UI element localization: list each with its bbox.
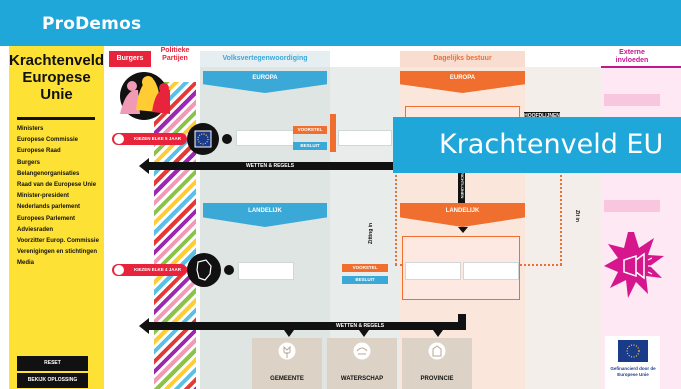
- brand-logo[interactable]: ProDemos: [42, 14, 141, 34]
- actor-item[interactable]: Europees Parlement: [17, 214, 107, 225]
- proposal-tag-bottom: VOORSTEL: [342, 264, 388, 272]
- title-overlay: Krachtenveld EU: [393, 117, 681, 173]
- megaphone-burst-icon[interactable]: [602, 230, 666, 302]
- tulip-icon: [278, 342, 296, 360]
- actor-item[interactable]: Nederlands parlement: [17, 202, 107, 213]
- extern-header: Externe invloeden: [604, 49, 660, 65]
- eu-parliament-icon[interactable]: [186, 122, 220, 156]
- arrow-head: [139, 158, 149, 174]
- connector-bar: [330, 114, 336, 152]
- actor-item[interactable]: Europese Commissie: [17, 135, 107, 146]
- actor-item[interactable]: Belangenorganisaties: [17, 169, 107, 180]
- actor-item[interactable]: Burgers: [17, 158, 107, 169]
- decision-tag-bottom: BESLUIT: [342, 276, 388, 284]
- dagelijks-header: Dagelijks bestuur: [400, 51, 525, 67]
- waterschap-label: WATERSCHAP: [327, 376, 397, 382]
- sidebar-title: Krachtenveld Europese Unie: [9, 52, 104, 103]
- extern-header-rule: [601, 66, 681, 68]
- zit-label: Zit in: [574, 210, 580, 240]
- arrow-icon: [114, 134, 124, 144]
- citizens-illustration: [114, 70, 174, 122]
- arrow-icon: [114, 265, 124, 275]
- drop-slot-council[interactable]: [338, 130, 392, 146]
- actor-item[interactable]: Media: [17, 258, 107, 269]
- richtlijn-label: RICHTLIJNEN: [459, 172, 465, 198]
- actor-item[interactable]: Minister-president: [17, 191, 107, 202]
- actor-item[interactable]: Europese Raad: [17, 146, 107, 157]
- drop-slot-tk[interactable]: [238, 262, 294, 280]
- zitting-label: Zitting in: [368, 210, 374, 244]
- actor-list: Ministers Europese Commissie Europese Ra…: [17, 124, 107, 269]
- actor-item[interactable]: Voorzitter Europ. Commissie: [17, 236, 107, 247]
- arrow-head: [284, 330, 294, 337]
- eu-flag-icon: [618, 340, 648, 362]
- gemeente-label: GEMEENTE: [252, 376, 322, 382]
- burgers-header: Burgers: [109, 51, 151, 67]
- actor-item[interactable]: Adviesraden: [17, 225, 107, 236]
- sidebar-divider: [17, 117, 95, 120]
- arrow-icon: [222, 134, 232, 144]
- actor-item[interactable]: Raad van de Europese Unie: [17, 180, 107, 191]
- provincie-icon: [428, 342, 446, 360]
- actor-item[interactable]: Verenigingen en stichtingen: [17, 247, 107, 258]
- volks-header: Volksvertegenwoordiging: [200, 51, 330, 67]
- extern-slot: [604, 94, 660, 106]
- arrow-head: [433, 330, 443, 337]
- eu-funding-text: Gefinancierd door de Europese Unie: [605, 366, 661, 378]
- laws-arrow-bottom: [148, 322, 466, 330]
- dotted-link: [395, 175, 397, 265]
- actor-item[interactable]: Ministers: [17, 124, 107, 135]
- waterschap-icon: [353, 342, 371, 360]
- show-solution-button[interactable]: BEKIJK OPLOSSING: [17, 373, 88, 388]
- drop-slot-ep[interactable]: [236, 130, 294, 146]
- netherlands-icon[interactable]: [186, 252, 222, 288]
- reset-button[interactable]: RESET: [17, 356, 88, 371]
- laws-label-top: WETTEN & REGELS: [230, 162, 310, 170]
- arrow-head: [359, 330, 369, 337]
- provincie-label: PROVINCIE: [402, 376, 472, 382]
- proposal-tag-top: VOORSTEL: [293, 126, 327, 134]
- laws-label-bottom: WETTEN & REGELS: [320, 322, 400, 330]
- laws-arrow-stem: [458, 314, 466, 330]
- dotted-link: [560, 160, 562, 265]
- arrow-head: [458, 227, 468, 233]
- drop-slot-cabinet-2[interactable]: [463, 262, 519, 280]
- arrow-head: [139, 318, 149, 334]
- drop-slot-cabinet-1[interactable]: [405, 262, 461, 280]
- partijen-header: Politieke Partijen: [152, 47, 198, 63]
- extern-slot: [604, 200, 660, 212]
- arrow-icon: [224, 265, 234, 275]
- decision-tag-top: BESLUIT: [293, 142, 327, 150]
